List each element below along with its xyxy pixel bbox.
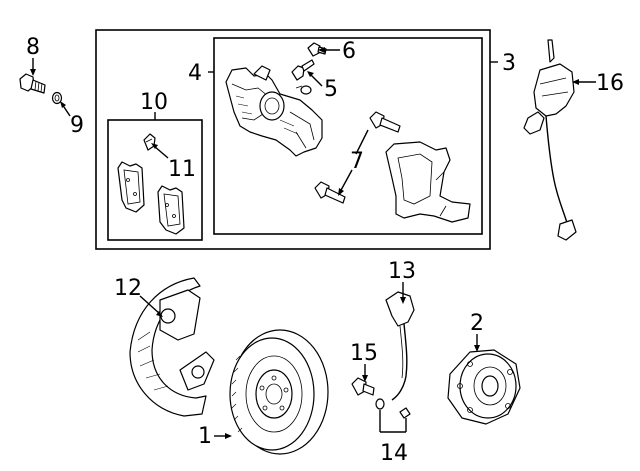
brake-pad-part bbox=[117, 161, 145, 213]
caliper-inner-box bbox=[213, 37, 483, 235]
callout-5: 5 bbox=[324, 77, 338, 102]
speed-sensor-part bbox=[523, 39, 577, 241]
callout-13: 13 bbox=[388, 259, 416, 284]
callout-4: 4 bbox=[188, 61, 202, 86]
hose-clip-part bbox=[375, 398, 411, 419]
caliper-part bbox=[225, 65, 323, 157]
banjo-bolt-part bbox=[351, 377, 375, 396]
callout-9: 9 bbox=[70, 113, 84, 138]
guide-pin-part bbox=[369, 111, 401, 133]
callout-2: 2 bbox=[470, 311, 484, 336]
washer-part bbox=[51, 91, 63, 105]
bolt-part bbox=[19, 73, 46, 94]
callout-8: 8 bbox=[26, 35, 40, 60]
brake-pad-part bbox=[157, 185, 185, 235]
brake-hose-part bbox=[385, 291, 415, 401]
callout-16: 16 bbox=[596, 71, 624, 96]
caliper-assembly-box bbox=[95, 29, 491, 250]
dust-shield-part bbox=[129, 277, 215, 417]
brake-rotor-part bbox=[229, 329, 329, 455]
callout-15: 15 bbox=[350, 341, 378, 366]
caliper-bracket-part bbox=[385, 141, 471, 223]
callout-3: 3 bbox=[502, 51, 516, 76]
wheel-hub-part bbox=[447, 349, 521, 425]
callout-11: 11 bbox=[168, 157, 196, 182]
bleeder-screw-part bbox=[291, 59, 315, 95]
callout-12: 12 bbox=[114, 276, 142, 301]
callout-10: 10 bbox=[140, 90, 168, 115]
callout-7: 7 bbox=[350, 149, 364, 174]
guide-pin-part bbox=[314, 181, 346, 204]
callout-14: 14 bbox=[380, 441, 408, 466]
callout-1: 1 bbox=[198, 424, 212, 449]
pad-clip-part bbox=[143, 133, 156, 151]
callout-6: 6 bbox=[342, 39, 356, 64]
leader-lines bbox=[30, 47, 596, 439]
